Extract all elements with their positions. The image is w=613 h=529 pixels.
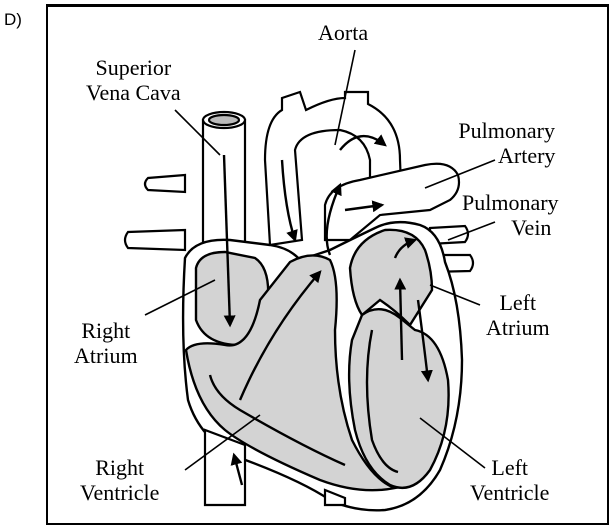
label-pv-line2: Vein	[504, 215, 559, 240]
label-right-ventricle: Right Ventricle	[80, 455, 159, 505]
label-pulmonary-vein: Pulmonary Vein	[462, 190, 559, 240]
label-ra-line2: Atrium	[74, 343, 138, 368]
label-lv-line2: Ventricle	[470, 480, 549, 505]
label-svc-line2: Vena Cava	[86, 80, 181, 105]
vessel-left-2	[125, 230, 185, 250]
label-rv-line1: Right	[80, 455, 159, 480]
label-ra-line1: Right	[74, 318, 138, 343]
label-rv-line2: Ventricle	[80, 480, 159, 505]
label-pulmonary-artery: Pulmonary Artery	[458, 118, 555, 168]
label-lv-line1: Left	[470, 455, 549, 480]
label-pa-line1: Pulmonary	[458, 118, 555, 143]
left-vessels	[125, 175, 185, 250]
label-left-atrium: Left Atrium	[486, 290, 550, 340]
label-la-line2: Atrium	[486, 315, 550, 340]
label-pv-line1: Pulmonary	[462, 190, 559, 215]
label-left-ventricle: Left Ventricle	[470, 455, 549, 505]
label-superior-vena-cava: Superior Vena Cava	[86, 55, 181, 105]
vessel-left-1	[145, 175, 185, 192]
label-svc-line1: Superior	[86, 55, 181, 80]
label-aorta: Aorta	[318, 20, 368, 45]
label-la-line1: Left	[486, 290, 550, 315]
label-right-atrium: Right Atrium	[74, 318, 138, 368]
label-pa-line2: Artery	[498, 143, 555, 168]
label-aorta-text: Aorta	[318, 20, 368, 45]
